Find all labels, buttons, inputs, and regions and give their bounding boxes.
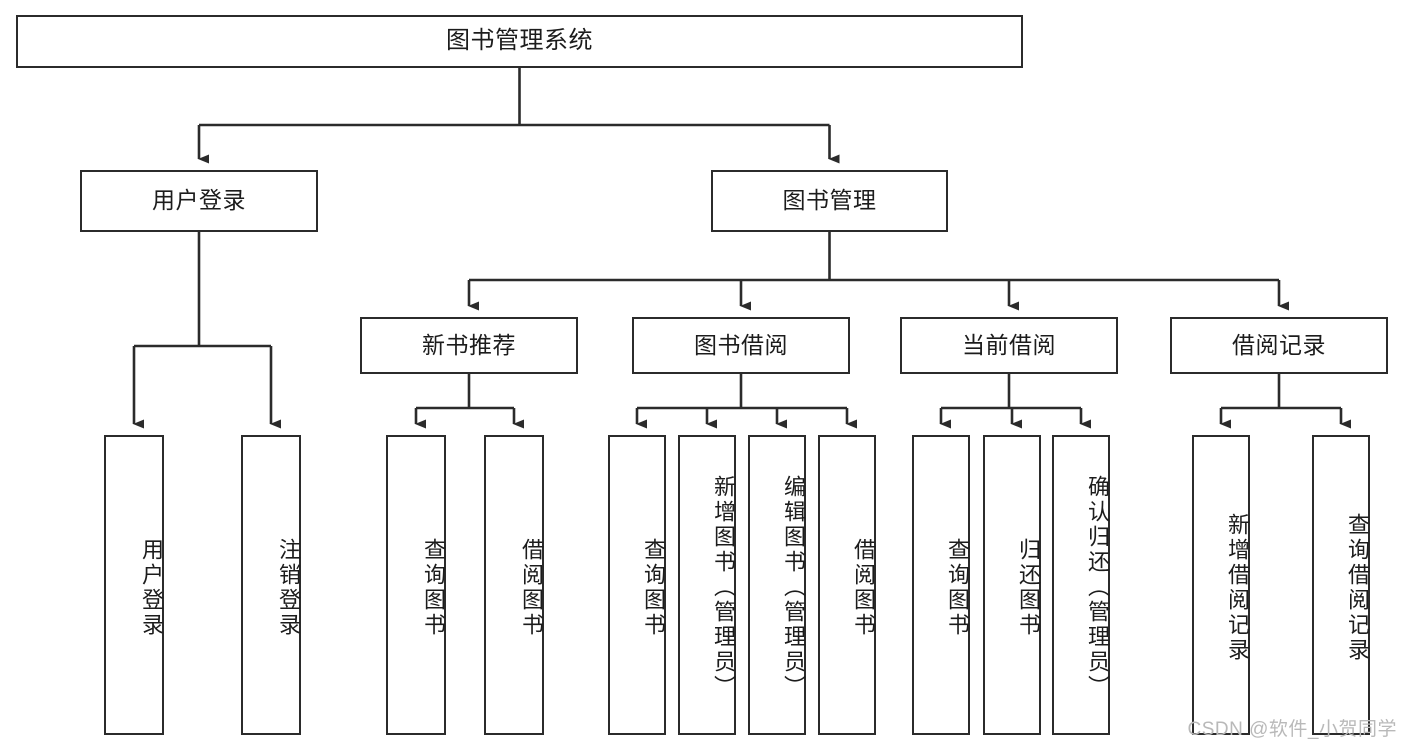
leaf-current-return-book[interactable]: 归还图书 bbox=[983, 435, 1041, 735]
leaf-borrow-add-book[interactable]: 新增图书（管理员） bbox=[678, 435, 736, 735]
node-label: 查询图书 bbox=[421, 538, 446, 638]
node-label: 查询借阅记录 bbox=[1345, 513, 1370, 663]
leaf-record-query[interactable]: 查询借阅记录 bbox=[1312, 435, 1370, 735]
node-label: 图书管理系统 bbox=[446, 27, 593, 55]
node-new-book-recommend[interactable]: 新书推荐 bbox=[360, 317, 578, 374]
watermark-text: CSDN @软件_小贺同学 bbox=[1187, 719, 1397, 740]
leaf-user-logout[interactable]: 注销登录 bbox=[241, 435, 301, 735]
node-book-borrow[interactable]: 图书借阅 bbox=[632, 317, 850, 374]
node-label: 确认归还（管理员） bbox=[1085, 474, 1110, 700]
node-label: 查询图书 bbox=[945, 538, 970, 638]
node-label: 借阅图书 bbox=[519, 538, 544, 638]
node-label: 注销登录 bbox=[276, 538, 301, 638]
node-borrow-record[interactable]: 借阅记录 bbox=[1170, 317, 1388, 374]
node-label: 新增图书（管理员） bbox=[711, 474, 736, 700]
node-label: 图书借阅 bbox=[694, 331, 788, 358]
node-user-login-module[interactable]: 用户登录 bbox=[80, 170, 318, 232]
leaf-user-login[interactable]: 用户登录 bbox=[104, 435, 164, 735]
leaf-current-query-book[interactable]: 查询图书 bbox=[912, 435, 970, 735]
node-label: 用户登录 bbox=[152, 187, 246, 214]
leaf-new-borrow-book[interactable]: 借阅图书 bbox=[484, 435, 544, 735]
leaf-borrow-query-book[interactable]: 查询图书 bbox=[608, 435, 666, 735]
leaf-new-query-book[interactable]: 查询图书 bbox=[386, 435, 446, 735]
node-label: 新增借阅记录 bbox=[1225, 513, 1250, 663]
node-label: 图书管理 bbox=[782, 187, 877, 214]
node-label: 借阅图书 bbox=[851, 538, 876, 638]
node-label: 归还图书 bbox=[1016, 538, 1041, 638]
leaf-record-add[interactable]: 新增借阅记录 bbox=[1192, 435, 1250, 735]
node-current-borrow[interactable]: 当前借阅 bbox=[900, 317, 1118, 374]
node-label: 查询图书 bbox=[641, 538, 666, 638]
node-label: 用户登录 bbox=[139, 538, 164, 638]
leaf-borrow-borrow-book[interactable]: 借阅图书 bbox=[818, 435, 876, 735]
node-book-management-module[interactable]: 图书管理 bbox=[711, 170, 948, 232]
leaf-borrow-edit-book[interactable]: 编辑图书（管理员） bbox=[748, 435, 806, 735]
node-label: 借阅记录 bbox=[1232, 331, 1326, 358]
node-label: 新书推荐 bbox=[422, 331, 516, 358]
node-root-system[interactable]: 图书管理系统 bbox=[16, 15, 1023, 68]
leaf-current-confirm-return[interactable]: 确认归还（管理员） bbox=[1052, 435, 1110, 735]
node-label: 编辑图书（管理员） bbox=[781, 474, 806, 700]
node-label: 当前借阅 bbox=[962, 331, 1056, 358]
